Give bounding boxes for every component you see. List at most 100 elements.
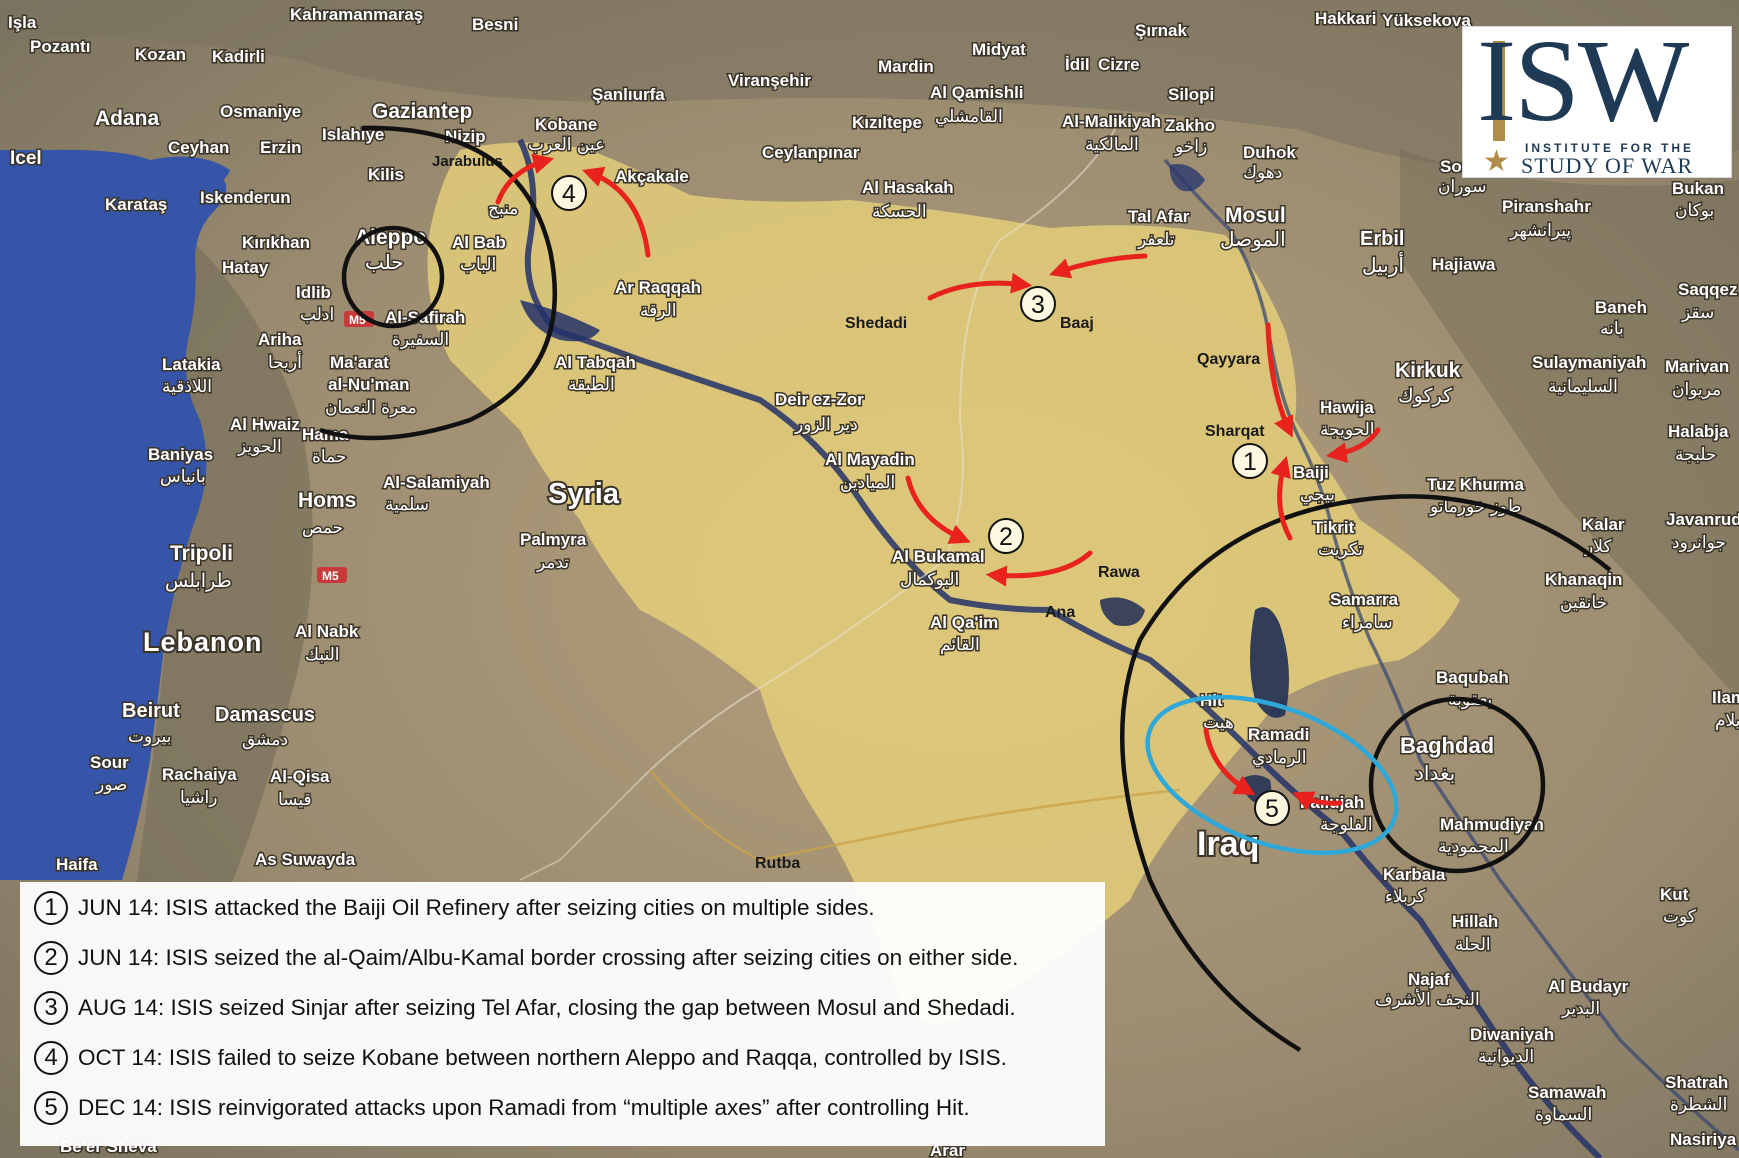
- marker-4[interactable]: 4: [551, 175, 587, 211]
- label-tripoli-ar: طرابلس: [165, 570, 232, 592]
- label-hawija: Hawija: [1320, 398, 1374, 417]
- arrow-baaj-east: [1049, 253, 1148, 279]
- lake-assad: [520, 300, 600, 342]
- label-tikrit: Tikrit: [1313, 518, 1355, 537]
- label-saqqez: Saqqez: [1678, 280, 1738, 299]
- jordan-border: [519, 779, 641, 881]
- label-budayr-ar: البدير: [1561, 999, 1600, 1019]
- label-ramadi: Ramadi: [1248, 725, 1309, 744]
- label-kut-ar: كوت: [1663, 907, 1697, 927]
- label-kut: Kut: [1660, 885, 1689, 904]
- legend-num-2: 2: [34, 941, 68, 975]
- legend-text-5: DEC 14: ISIS reinvigorated attacks upon …: [78, 1095, 970, 1120]
- label-sirnak: Şırnak: [1135, 21, 1188, 40]
- legend-item-1: 1 JUN 14: ISIS attacked the Baiji Oil Re…: [34, 887, 875, 929]
- label-samarra: Samarra: [1330, 590, 1399, 609]
- label-tikrit-ar: تكريت: [1318, 540, 1363, 560]
- label-salamiyah-ar: سلمية: [385, 495, 429, 515]
- label-khanaqin: Khanaqin: [1545, 570, 1622, 589]
- legend-text-2: JUN 14: ISIS seized the al-Qaim/Albu-Kam…: [78, 945, 1019, 970]
- label-qayyara: Qayyara: [1197, 351, 1260, 368]
- mosul-dam-lake: [1169, 164, 1205, 192]
- marker-1[interactable]: 1: [1232, 443, 1268, 479]
- label-ariha-ar: أريحا: [268, 351, 302, 373]
- label-iskenderun: Iskenderun: [200, 188, 291, 207]
- label-bukamal-ar: البوكمال: [900, 570, 959, 590]
- country-lebanon: Lebanon: [143, 627, 263, 657]
- m5-shield-south: M5: [317, 567, 347, 583]
- label-tripoli: Tripoli: [170, 542, 233, 565]
- label-kirikhan: Kırıkhan: [242, 233, 310, 252]
- isw-logo: ISW ★ INSTITUTE FOR THE STUDY OF WAR: [1462, 21, 1732, 178]
- label-midyat: Midyat: [972, 40, 1026, 59]
- country-syria: Syria: [548, 478, 620, 510]
- label-najaf: Najaf: [1408, 970, 1450, 989]
- label-homs: Homs: [298, 489, 356, 512]
- mediterranean-sea: [0, 149, 227, 880]
- label-qaim: Al Qa'im: [930, 613, 998, 632]
- legend-text-3: AUG 14: ISIS seized Sinjar after seizing…: [78, 995, 1016, 1020]
- marker-3[interactable]: 3: [1020, 286, 1056, 322]
- legend-item-4: 4 OCT 14: ISIS failed to seize Kobane be…: [34, 1037, 1007, 1079]
- label-javanrud-ar: جوانرود: [1672, 533, 1726, 553]
- label-kobane-ar: عين العرب: [528, 135, 605, 155]
- label-sharqat: Sharqat: [1205, 423, 1265, 440]
- event-markers: 1 2 3 4 5: [551, 175, 1290, 826]
- label-hit: Hit: [1200, 691, 1223, 710]
- arc-aleppo-large: [319, 125, 558, 441]
- label-mahmudiyah-ar: المحمودية: [1438, 837, 1509, 857]
- label-shatrah: Shatrah: [1665, 1073, 1728, 1092]
- label-sour-ar: صور: [95, 775, 127, 795]
- label-kahramanmaras: Kahramanmaraş: [290, 5, 423, 24]
- label-soran-ar: سوران: [1438, 177, 1486, 197]
- label-hama: Hama: [302, 425, 349, 444]
- label-safirah-ar: السفيرة: [392, 330, 449, 350]
- label-hama-ar: حماة: [312, 447, 346, 467]
- label-hillah: Hillah: [1452, 912, 1498, 931]
- tigris-river: [1163, 158, 1739, 1152]
- label-baaj: Baaj: [1060, 315, 1094, 332]
- label-diwaniyah: Diwaniyah: [1470, 1025, 1554, 1044]
- label-suwayda: As Suwayda: [255, 850, 356, 869]
- label-marivan: Marivan: [1665, 357, 1729, 376]
- label-gaziantep: Gaziantep: [372, 100, 472, 123]
- label-idlib: Idlib: [296, 283, 331, 302]
- label-baiji: Baiji: [1293, 463, 1329, 482]
- arrow-bukamal-north: [905, 475, 971, 544]
- label-erbil-ar: أربيل: [1362, 252, 1404, 277]
- label-samawah: Samawah: [1528, 1083, 1606, 1102]
- label-sanliurfa: Şanlıurfa: [592, 85, 665, 104]
- label-tal-afar-ar: تلعفر: [1137, 230, 1175, 250]
- label-samarra-ar: سامراء: [1342, 613, 1393, 633]
- label-latakia: Latakia: [162, 355, 221, 374]
- label-akcakale: Akçakale: [615, 167, 689, 186]
- label-mardin: Mardin: [878, 57, 934, 76]
- label-pozanti: Pozantı: [30, 37, 90, 56]
- marker-5[interactable]: 5: [1254, 790, 1290, 826]
- legend-text-1: JUN 14: ISIS attacked the Baiji Oil Refi…: [78, 895, 875, 920]
- label-tuz-khurma: Tuz Khurma: [1427, 475, 1525, 494]
- circle-aleppo: [341, 225, 445, 329]
- label-hit-ar: هيت: [1203, 713, 1234, 733]
- label-baneh-ar: بانه: [1600, 319, 1624, 339]
- m5-shield-south-label: M5: [322, 569, 339, 583]
- label-salamiyah: Al-Salamiyah: [383, 473, 490, 492]
- label-sulaymaniyah-ar: السليمانية: [1548, 377, 1618, 397]
- label-mayadin: Al Mayadin: [825, 450, 915, 469]
- encirclement-arcs: [319, 125, 1612, 1052]
- haditha-lake: [1100, 597, 1145, 626]
- label-zakho: Zakho: [1165, 116, 1215, 135]
- label-kadirli: Kadirli: [212, 47, 265, 66]
- label-karatas: Karataş: [105, 195, 167, 214]
- marker-2[interactable]: 2: [988, 518, 1024, 554]
- label-idil: İdil: [1065, 55, 1090, 74]
- zagros-mountains: [1400, 150, 1739, 700]
- label-hakkari: Hakkari: [1315, 9, 1376, 28]
- isis-zone: [427, 142, 1460, 1023]
- label-aleppo-ar: حلب: [365, 250, 404, 274]
- label-samawah-ar: السماوة: [1535, 1105, 1592, 1125]
- label-yuksekova: Yüksekova: [1382, 11, 1471, 30]
- arrow-baaj-west: [927, 272, 1033, 301]
- label-palmyra: Palmyra: [520, 530, 587, 549]
